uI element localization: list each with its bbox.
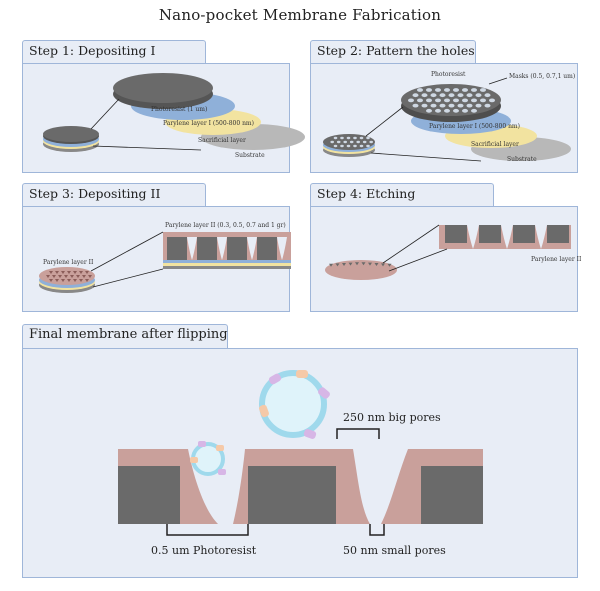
final-membrane-illustration: 250 nm big pores 0.5 um Photoresist 50 n… — [118, 370, 483, 557]
step-1-illustration: Photoresist (1 um) Parylene layer I (500… — [43, 73, 305, 159]
tab-step-2: Step 2: Pattern the holes — [310, 40, 476, 64]
photoresist-bracket — [166, 524, 249, 536]
label-masks: Masks (0.5, 0.7,1 um) — [509, 73, 575, 80]
label-photoresist-2: Photoresist — [431, 71, 466, 78]
label-big-pores: 250 nm big pores — [343, 411, 441, 424]
big-pore-bracket — [336, 428, 380, 439]
step-2-panel: Photoresist Masks (0.5, 0.7,1 um) Paryle… — [310, 63, 578, 173]
final-membrane-panel: 250 nm big pores 0.5 um Photoresist 50 n… — [22, 348, 578, 578]
photoresist-block-2 — [248, 466, 336, 524]
step-3-illustration: Parylene layer II (0.3, 0.5, 0.7 and 1 g… — [39, 222, 291, 293]
label-photoresist-final: 0.5 um Photoresist — [151, 544, 257, 557]
label-photoresist: Photoresist (1 um) — [151, 106, 207, 113]
label-parylene-ii-detail: Parylene layer II (0.3, 0.5, 0.7 and 1 g… — [165, 222, 286, 229]
label-substrate-2: Substrate — [507, 156, 537, 163]
patterned-photoresist — [401, 84, 501, 116]
small-pore-bracket — [369, 524, 385, 536]
tab-step-1: Step 1: Depositing I — [22, 40, 206, 64]
label-sacrificial: Sacrificial layer — [198, 137, 246, 144]
label-parylene-ii: Parylene layer II — [43, 259, 94, 266]
tab-step-3: Step 3: Depositing II — [22, 183, 206, 207]
step-2-illustration: Photoresist Masks (0.5, 0.7,1 um) Paryle… — [323, 71, 575, 163]
photoresist-layer — [113, 73, 213, 103]
label-parylene: Parylene layer I (500-800 nm) — [163, 120, 254, 127]
vesicle-small — [190, 441, 226, 476]
etched-chip — [325, 260, 397, 280]
label-small-pores: 50 nm small pores — [343, 544, 446, 557]
small-chip — [43, 126, 99, 142]
label-parylene-2: Parylene layer I (500-800 nm) — [429, 123, 520, 130]
vesicle-large — [259, 370, 330, 439]
tab-final-membrane: Final membrane after flipping — [22, 324, 228, 349]
step-4-panel: Parylene layer II — [310, 206, 582, 312]
tab-step-4: Step 4: Etching — [310, 183, 494, 207]
step-3-panel: Parylene layer II (0.3, 0.5, 0.7 and 1 g… — [22, 206, 291, 312]
label-sacrificial-2: Sacrificial layer — [471, 141, 519, 148]
step-4-illustration: Parylene layer II — [325, 224, 582, 280]
photoresist-block-3 — [421, 466, 483, 524]
label-substrate: Substrate — [235, 152, 265, 159]
photoresist-block-1 — [118, 466, 180, 524]
big-pore — [353, 449, 408, 524]
page-title: Nano-pocket Membrane Fabrication — [158, 6, 442, 24]
label-parylene-ii-4: Parylene layer II — [531, 256, 582, 263]
step-1-panel: Photoresist (1 um) Parylene layer I (500… — [22, 63, 305, 173]
